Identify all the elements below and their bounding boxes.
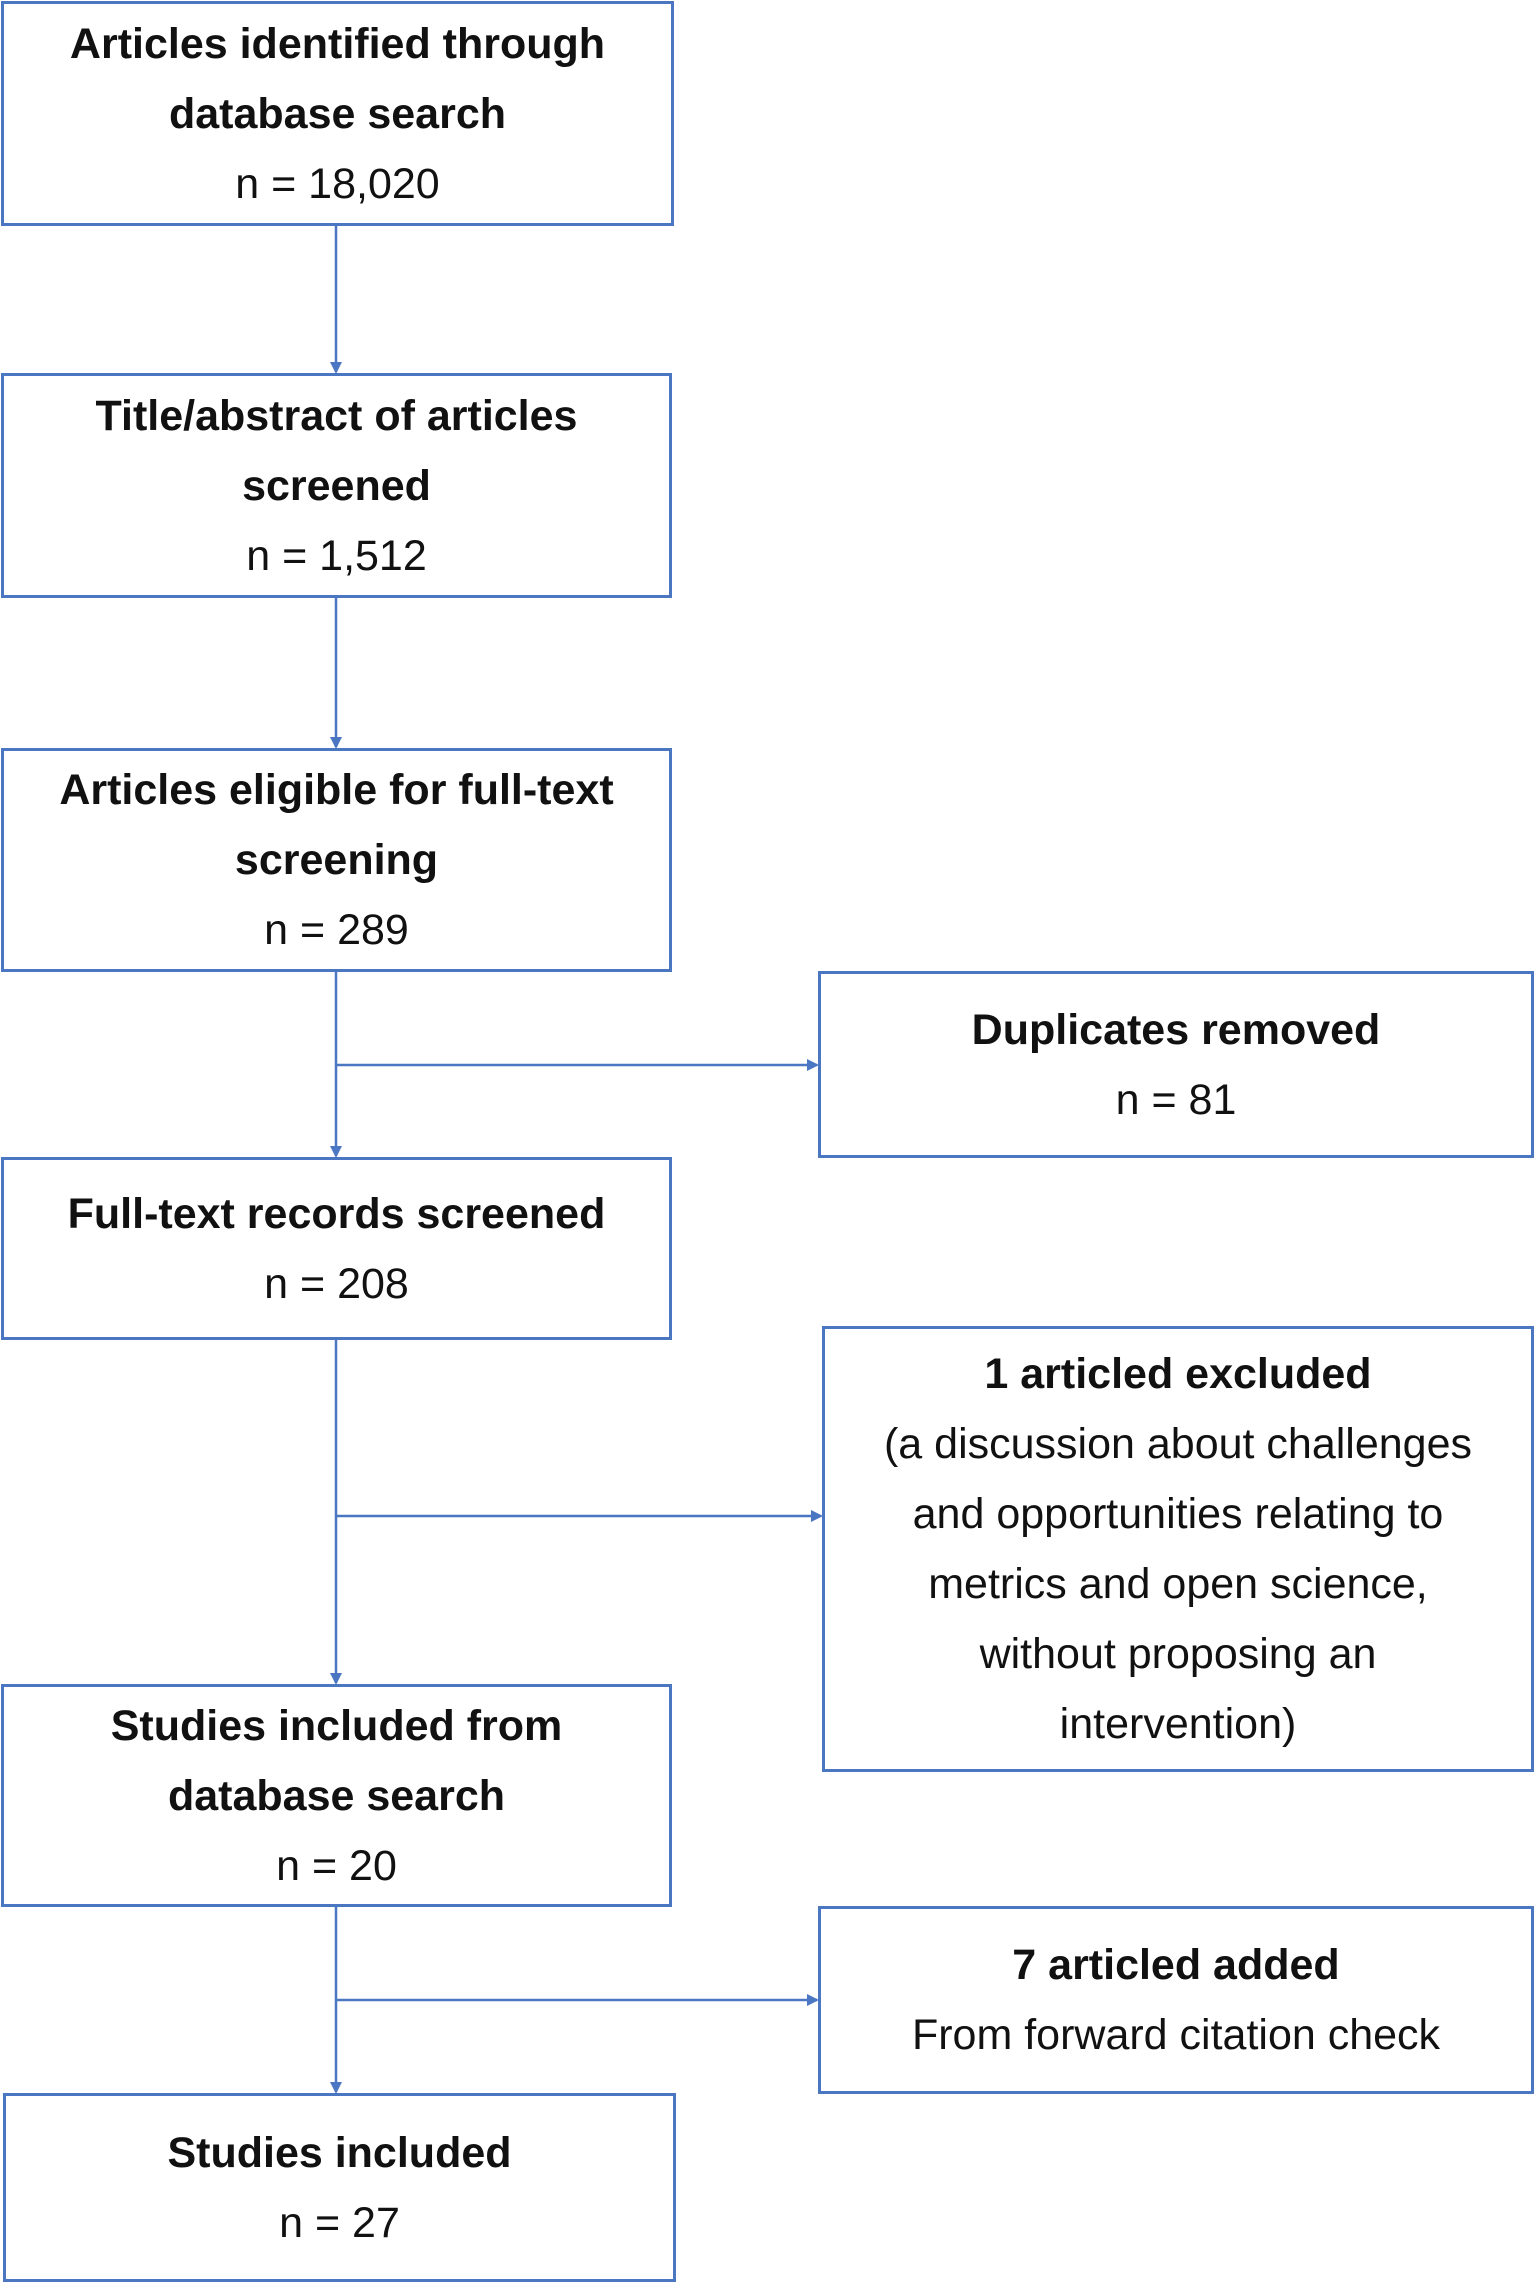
box-eligible-full-text: Articles eligible for full-text screenin… [1, 748, 672, 972]
box-title-line: screening [234, 836, 439, 884]
box-note-line: metrics and open science, [928, 1560, 1428, 1608]
box-note-line: intervention) [1059, 1700, 1297, 1748]
box-title-line: Full-text records screened [67, 1189, 606, 1238]
box-title-line: database search [167, 1771, 506, 1820]
box-title-line: 1 articled excluded [984, 1350, 1372, 1398]
box-article-excluded: 1 articled excluded (a discussion about … [822, 1326, 1534, 1772]
box-title-line: Articles identified through [69, 19, 606, 68]
box-title-line: Articles eligible for full-text [59, 766, 614, 814]
box-title-line: Duplicates removed [971, 1005, 1381, 1054]
box-title-line: 7 articled added [1012, 1941, 1340, 1989]
box-title-abstract-screened: Title/abstract of articles screened n = … [1, 373, 672, 598]
box-articles-identified: Articles identified through database sea… [1, 1, 674, 226]
box-articles-added: 7 articled added From forward citation c… [818, 1906, 1534, 2094]
box-duplicates-removed: Duplicates removed n = 81 [818, 971, 1534, 1158]
box-count: n = 208 [264, 1259, 409, 1308]
box-count: n = 1,512 [246, 531, 427, 580]
box-count: n = 20 [276, 1841, 397, 1890]
box-count: n = 18,020 [235, 159, 440, 208]
box-note-line: From forward citation check [911, 2011, 1441, 2059]
box-count: n = 81 [1115, 1075, 1237, 1124]
box-count: n = 27 [279, 2198, 400, 2247]
box-note-line: without proposing an [979, 1630, 1377, 1678]
box-title-line: Studies included [167, 2128, 512, 2177]
box-studies-included-database: Studies included from database search n … [1, 1684, 672, 1907]
box-title-line: Title/abstract of articles [95, 391, 578, 440]
box-full-text-screened: Full-text records screened n = 208 [1, 1157, 672, 1340]
box-title-line: screened [242, 461, 431, 510]
box-title-line: Studies included from [110, 1701, 563, 1750]
box-note-line: (a discussion about challenges [883, 1420, 1473, 1468]
box-note-line: and opportunities relating to [912, 1490, 1444, 1538]
box-count: n = 289 [264, 906, 409, 954]
box-studies-included: Studies included n = 27 [3, 2093, 676, 2282]
box-title-line: database search [168, 89, 507, 138]
